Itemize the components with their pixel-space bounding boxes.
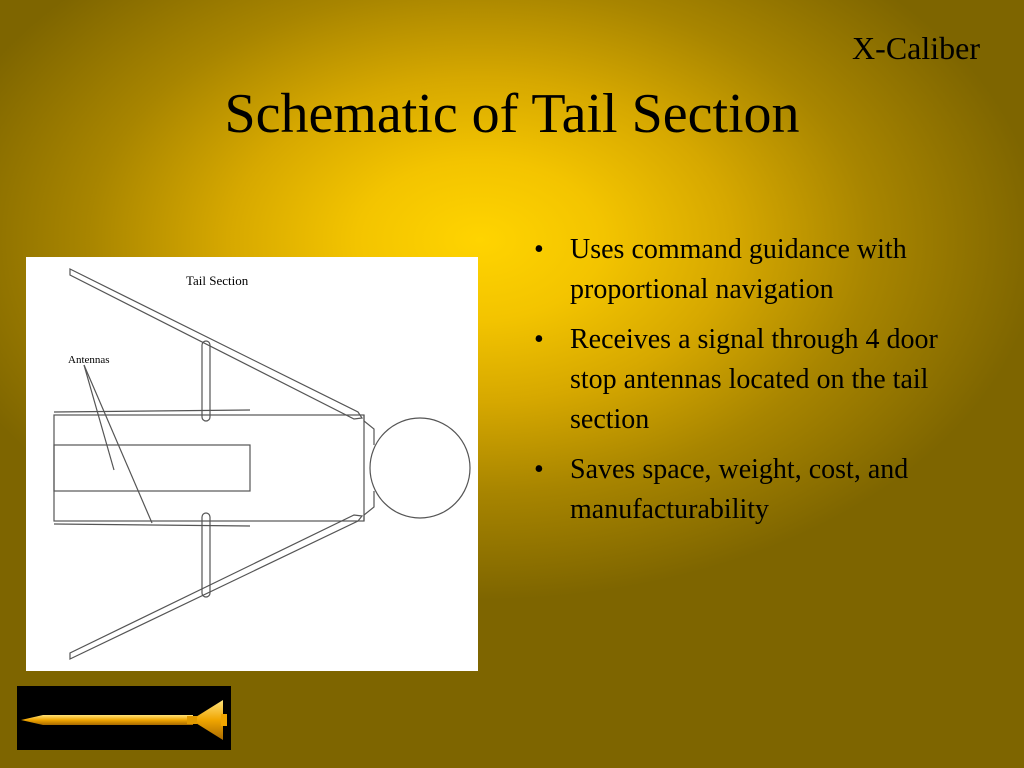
bullet-text: Saves space, weight, cost, and manufactu… xyxy=(570,454,909,525)
upper-fin xyxy=(69,268,364,420)
bullet-icon: • xyxy=(534,454,544,485)
bullet-text: Uses command guidance with proportional … xyxy=(570,234,907,305)
body-tube xyxy=(53,414,365,522)
upper-antenna xyxy=(201,340,211,422)
antenna-pointer xyxy=(83,364,115,471)
rocket-logo xyxy=(17,686,231,750)
antennas-label: Antennas xyxy=(68,354,110,366)
rocket-icon xyxy=(21,700,227,740)
bullet-item: • Uses command guidance with proportiona… xyxy=(532,230,952,310)
slide-title: Schematic of Tail Section xyxy=(224,83,800,145)
bullet-icon: • xyxy=(534,234,544,265)
inner-block xyxy=(53,444,251,492)
tail-section-schematic: Tail Section Antennas xyxy=(26,257,478,671)
bullet-item: • Saves space, weight, cost, and manufac… xyxy=(532,450,952,530)
bullet-text: Receives a signal through 4 door stop an… xyxy=(570,324,938,435)
bullet-icon: • xyxy=(534,324,544,355)
lower-fin xyxy=(69,514,364,660)
schematic-caption: Tail Section xyxy=(186,273,249,288)
brand-label: X-Caliber xyxy=(852,30,980,66)
bullet-item: • Receives a signal through 4 door stop … xyxy=(532,320,952,440)
bullet-list: • Uses command guidance with proportiona… xyxy=(532,230,952,540)
nose-dome xyxy=(369,417,471,519)
schematic-drawing: Tail Section Antennas xyxy=(53,268,471,660)
lower-antenna xyxy=(201,512,211,598)
